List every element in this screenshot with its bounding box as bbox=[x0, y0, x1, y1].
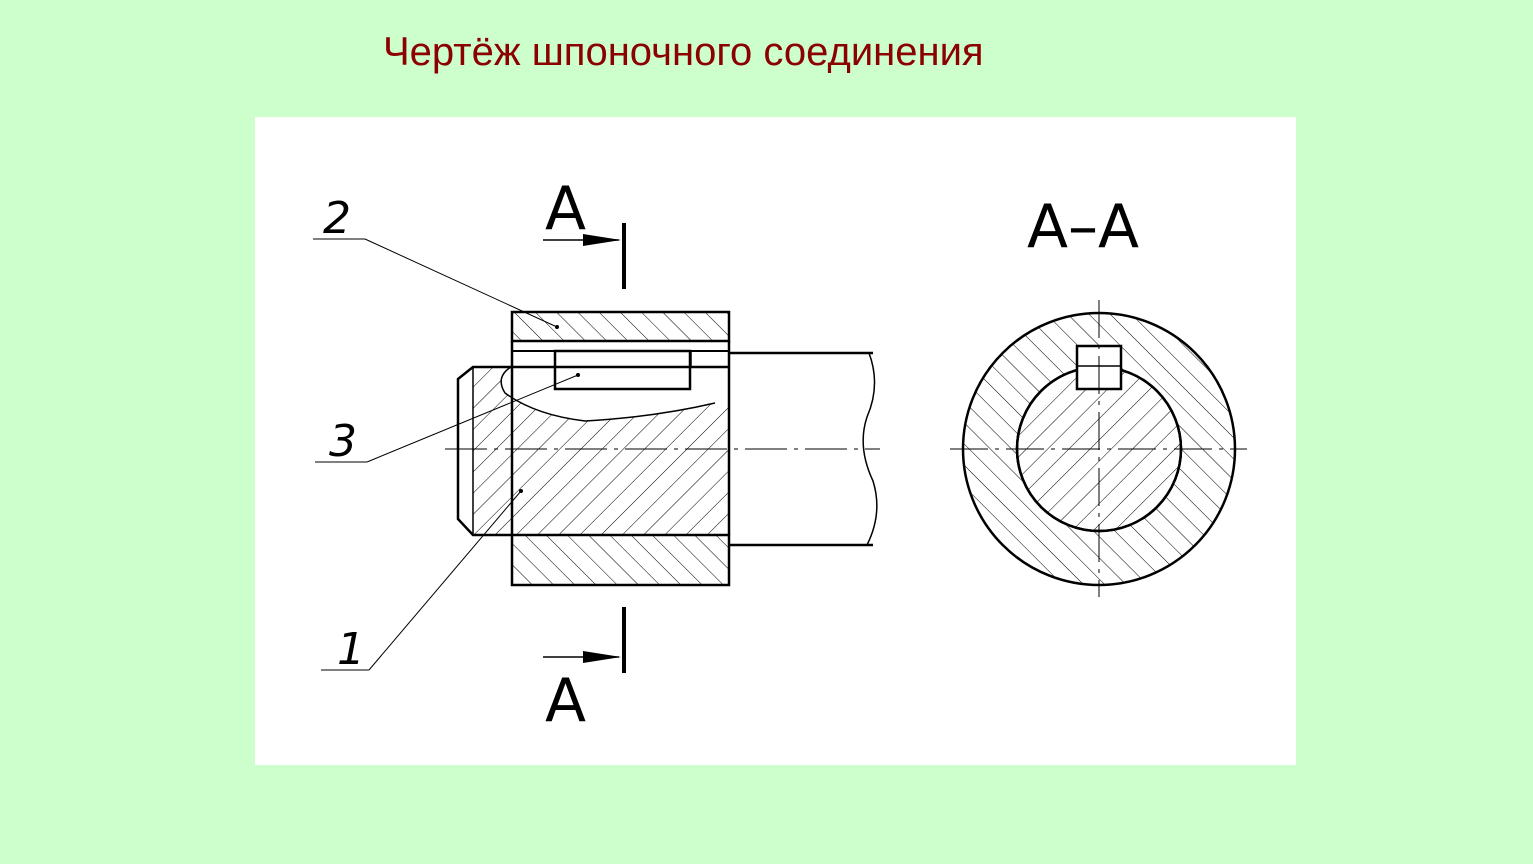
section-view-label: А–А bbox=[1027, 192, 1139, 262]
main-view bbox=[313, 223, 880, 673]
section-mark-bottom: А bbox=[545, 666, 586, 736]
hub-lower-section bbox=[510, 533, 731, 587]
shaft-break-line bbox=[862, 352, 878, 546]
callout-3: 3 bbox=[329, 416, 357, 467]
key bbox=[553, 349, 692, 391]
section-view bbox=[950, 300, 1247, 597]
key-joint-drawing: А А А–А 2 3 1 bbox=[313, 174, 1247, 736]
section-mark-top: А bbox=[545, 174, 586, 244]
drawing-panel: А А А–А 2 3 1 bbox=[255, 117, 1296, 765]
local-section-break-line bbox=[500, 366, 716, 422]
slide-title: Чертёж шпоночного соединения bbox=[383, 30, 984, 74]
hub-upper-section bbox=[510, 310, 731, 343]
callout-1: 1 bbox=[337, 624, 365, 675]
leader-lines bbox=[313, 238, 580, 671]
callout-2: 2 bbox=[323, 193, 351, 244]
